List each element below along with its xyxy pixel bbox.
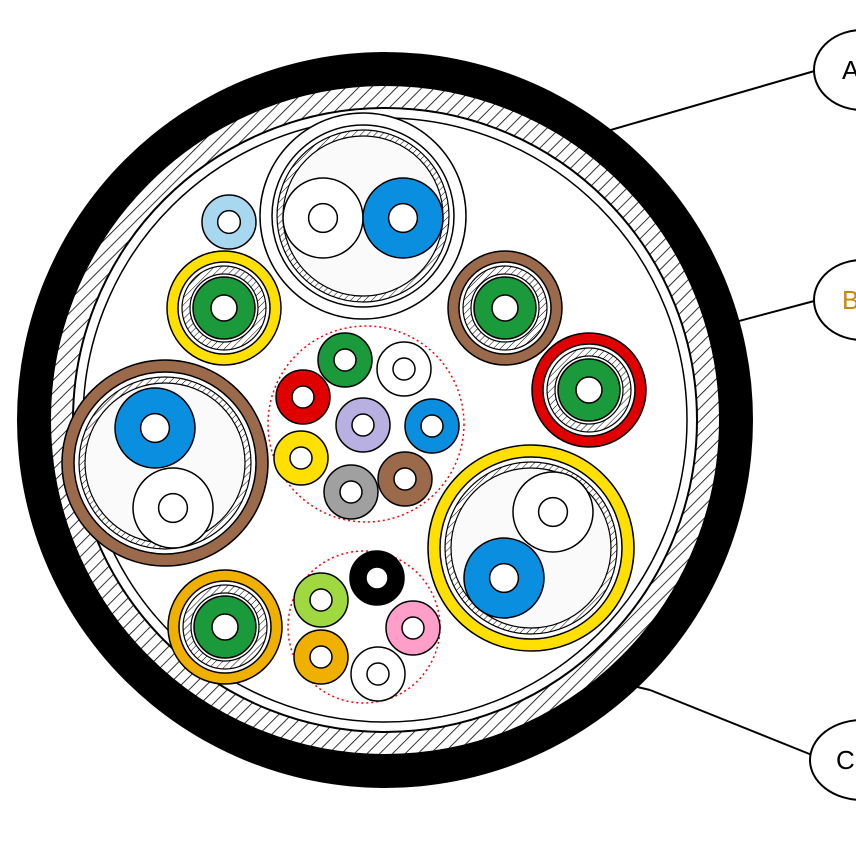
lower-core-5 xyxy=(350,646,406,702)
callout-b-label: B xyxy=(842,285,856,315)
callout-c: C xyxy=(809,719,856,801)
lower-core-3-conductor xyxy=(401,616,425,640)
center-core-6-conductor xyxy=(289,446,313,470)
pair-left-brown-sheath-core-1-conductor xyxy=(139,412,171,444)
pair-right-yellow-sheath xyxy=(427,444,635,652)
callout-a-bubble xyxy=(813,29,856,111)
coax-unit-green-yellow-screen xyxy=(166,250,282,366)
center-core-2 xyxy=(376,341,432,397)
center-core-3 xyxy=(275,369,331,425)
coax-unit-green-brown-screen xyxy=(447,250,563,366)
pair-right-yellow-sheath-core-2-conductor xyxy=(488,562,520,594)
coax-unit-green-brown-screen-conductor xyxy=(491,294,519,322)
cable-contents xyxy=(61,112,647,704)
center-core-7 xyxy=(323,464,379,520)
pair-top-white-blue-core-1-conductor xyxy=(307,202,339,234)
coax-unit-green-orange-screen xyxy=(167,569,283,685)
coax-unit-green-orange-screen-conductor xyxy=(211,613,239,641)
center-core-2-conductor xyxy=(392,357,416,381)
coax-unit-green-red-screen-conductor xyxy=(575,376,603,404)
coax-unit-green-yellow-screen-conductor xyxy=(210,294,238,322)
pair-top-white-blue-core-2-conductor xyxy=(387,202,419,234)
callout-c-label: C xyxy=(836,745,855,775)
callout-a: A xyxy=(813,29,856,111)
center-core-4-conductor xyxy=(351,413,375,437)
single-core-light-blue xyxy=(201,194,257,250)
coax-unit-green-red-screen xyxy=(531,332,647,448)
center-core-5-conductor xyxy=(420,414,444,438)
lower-core-2 xyxy=(293,572,349,628)
callout-b: B xyxy=(813,259,856,341)
center-core-7-conductor xyxy=(339,480,363,504)
lower-core-5-conductor xyxy=(366,662,390,686)
center-core-5 xyxy=(404,398,460,454)
center-core-4 xyxy=(335,397,391,453)
lower-core-1-conductor xyxy=(365,566,389,590)
pair-right-yellow-sheath-core-1-conductor xyxy=(537,496,569,528)
center-subgroup-boundary xyxy=(267,325,465,523)
lower-core-2-conductor xyxy=(309,588,333,612)
callout-b-bubble xyxy=(813,259,856,341)
pair-left-brown-sheath xyxy=(61,359,269,567)
single-core-light-blue-conductor xyxy=(216,209,242,235)
lower-core-3 xyxy=(385,600,441,656)
leader-line-c2 xyxy=(649,689,813,756)
center-core-6 xyxy=(273,430,329,486)
pair-top-white-blue xyxy=(259,112,467,320)
lower-core-1 xyxy=(349,550,405,606)
callout-c-bubble xyxy=(809,719,856,801)
callout-a-label: A xyxy=(842,55,856,85)
pair-left-brown-sheath-core-2-conductor xyxy=(157,492,189,524)
lower-core-4 xyxy=(293,629,349,685)
center-core-3-conductor xyxy=(291,385,315,409)
center-core-1-conductor xyxy=(333,348,357,372)
center-subgroup xyxy=(267,325,465,523)
center-core-8-conductor xyxy=(393,467,417,491)
center-core-8 xyxy=(377,451,433,507)
lower-subgroup xyxy=(287,550,441,704)
lower-core-4-conductor xyxy=(309,645,333,669)
center-core-1 xyxy=(317,332,373,388)
